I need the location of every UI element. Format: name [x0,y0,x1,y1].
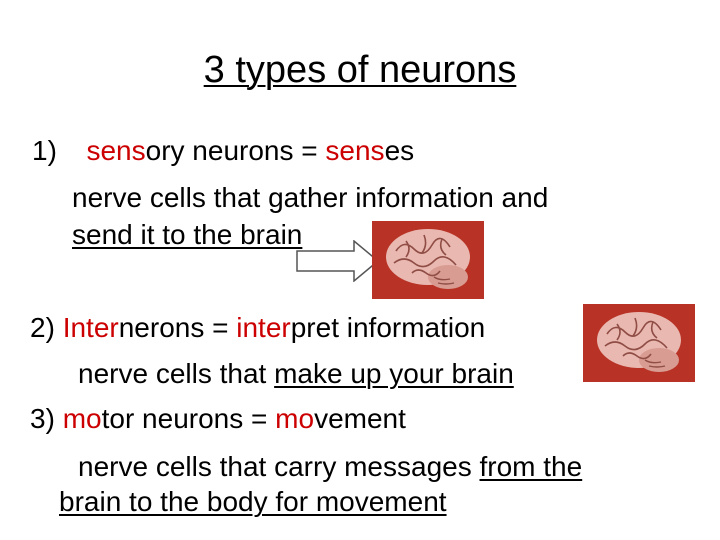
item-1-head-part-2: ory neurons = [145,135,326,166]
item-2-heading: 2) Internerons = interpret information [30,312,485,344]
item-2-head-part-2: nerons = [118,312,237,343]
item-3-head-part-3: mo [275,403,315,434]
item-2-desc-underlined: make up your brain [274,358,514,389]
item-3-head-part-4: vement [314,403,406,434]
item-1-desc-line-1: nerve cells that gather information and [72,182,549,213]
item-2-head-part-3: inter [236,312,291,343]
item-3-number: 3) [30,403,55,434]
item-2-head-part-4: pret information [290,312,486,343]
item-3-desc-line-2: brain to the body for movement [59,486,447,517]
item-3-desc-underlined: from the [479,451,583,482]
item-2-desc-plain: nerve cells that [78,358,275,389]
item-1-number: 1) [32,135,57,166]
item-1-desc-line-2: send it to the brain [72,219,303,250]
item-1-heading: 1) sensory neurons = senses [32,135,414,167]
item-2-desc: nerve cells that make up your brain [78,358,514,390]
item-3-desc-line-1: nerve cells that carry messages from the [78,451,582,483]
item-3-head-part-2: tor neurons = [101,403,276,434]
item-1-head-part-4: es [384,135,415,166]
item-1-head-part-1: sens [86,135,146,166]
brain-image [372,221,484,299]
arrow-icon [296,240,380,282]
item-3-heading: 3) motor neurons = movement [30,403,406,435]
item-2-head-part-1: Inter [62,312,119,343]
item-3-desc-plain: nerve cells that carry messages [78,451,480,482]
item-3-head-part-1: mo [62,403,102,434]
slide-title-text: 3 types of neurons [203,49,517,91]
slide-title: 3 types of neurons [0,48,720,92]
brain-image [583,304,695,382]
item-1-head-part-3: sens [325,135,385,166]
item-2-number: 2) [30,312,55,343]
